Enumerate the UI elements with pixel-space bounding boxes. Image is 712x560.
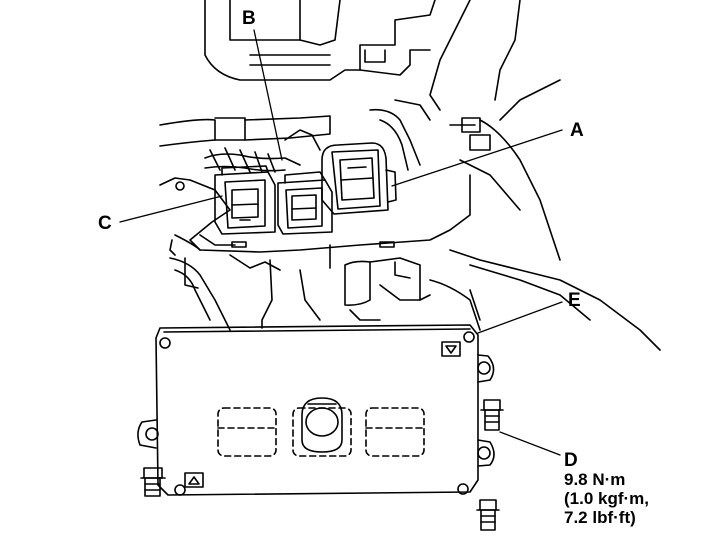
bolt-right-lower bbox=[476, 499, 500, 531]
leader-d bbox=[499, 431, 561, 456]
bolt-left bbox=[140, 467, 166, 497]
torque-spec-nm: 9.8 N·m bbox=[564, 470, 625, 489]
callout-d: D bbox=[564, 450, 578, 471]
torque-spec-lbfft: 7.2 lbf·ft) bbox=[564, 508, 636, 527]
leader-a bbox=[391, 129, 563, 187]
leader-e bbox=[477, 301, 563, 334]
wire-harness bbox=[204, 99, 431, 173]
leader-lines bbox=[119, 29, 563, 456]
callout-b: B bbox=[242, 8, 256, 29]
callout-c: C bbox=[98, 213, 112, 234]
leader-c bbox=[119, 195, 223, 223]
torque-spec-kgfm: (1.0 kgf·m, bbox=[564, 489, 649, 508]
callout-e: E bbox=[568, 290, 581, 311]
leader-b bbox=[253, 29, 283, 161]
engine-bay-structure bbox=[159, 0, 661, 351]
callout-a: A bbox=[570, 120, 584, 141]
mounting-bolts bbox=[140, 399, 504, 531]
ecm-unit bbox=[137, 324, 495, 496]
bolt-right-upper bbox=[480, 399, 504, 431]
connector-c bbox=[214, 165, 276, 235]
connector-a bbox=[321, 142, 397, 215]
